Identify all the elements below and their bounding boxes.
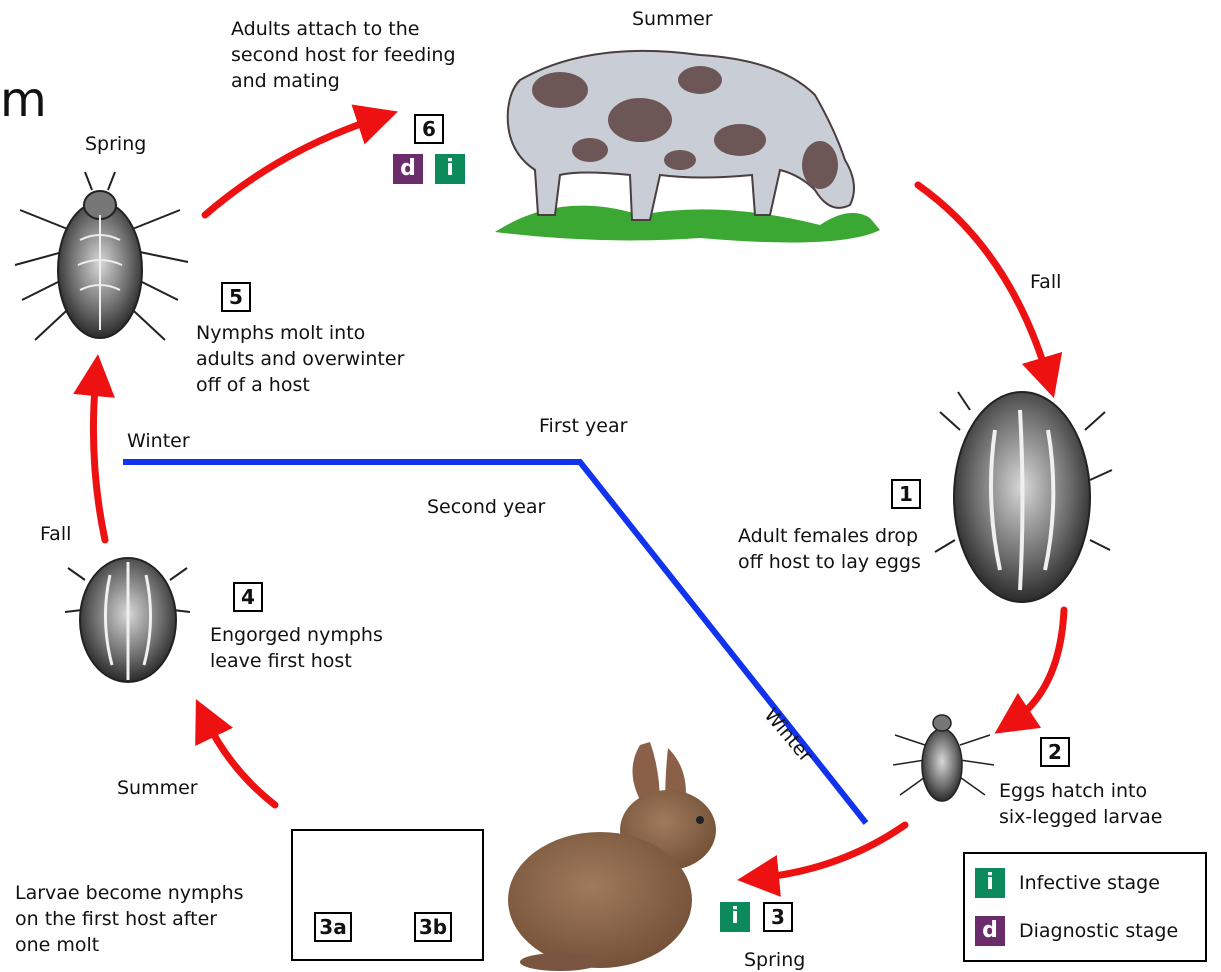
cycle-arrows [93,118,1064,927]
stage-6-text-line-3: and mating [231,68,340,94]
stage-6-infective-badge: i [435,154,465,184]
stage-2-text-line-2: six-legged larvae [999,804,1162,830]
season-fall-left: Fall [40,521,71,547]
partial-title: m [0,70,47,130]
stage-3-caption-line-3: one molt [15,932,99,958]
season-summer-top: Summer [632,6,713,32]
legend-diagnostic-label: Diagnostic stage [1019,918,1178,944]
stage-2-number: 2 [1040,737,1070,767]
cow-illustration [495,51,880,243]
stage-4-text-line-2: leave first host [210,648,352,674]
stage-6-text-line-1: Adults attach to the [231,16,419,42]
stage-3b-number: 3b [414,912,452,942]
stage-3-caption-line-2: on the first host after [15,906,217,932]
legend: i Infective stage d Diagnostic stage [963,852,1207,962]
season-fall-right: Fall [1030,269,1061,295]
arrow-4-to-5 [93,375,105,540]
season-summer-bottom: Summer [117,775,198,801]
engorged-nymph-tick-illustration [65,558,190,682]
adult-tick-illustration [15,172,188,340]
stage-6-diagnostic-badge: d [393,154,423,184]
stage-5-number: 5 [221,282,251,312]
stage-3-infective-badge: i [720,902,750,932]
stage-4-number: 4 [233,582,263,612]
arrow-spring-to-6 [205,118,378,215]
arrow-1-to-2 [1012,610,1064,722]
stage-1-text-line-2: off host to lay eggs [738,549,921,575]
stage-3-number: 3 [763,902,793,932]
season-spring-bottom: Spring [744,947,805,972]
legend-infective-badge: i [975,868,1005,898]
stage-3a-number: 3a [314,912,352,942]
rabbit-illustration [508,742,716,971]
stage-4-text-line-1: Engorged nymphs [210,622,383,648]
engorged-female-tick-illustration [935,392,1112,602]
stage-1-number: 1 [891,479,921,509]
stage-5-text-line-1: Nymphs molt into [196,320,365,346]
stage-3-caption-line-1: Larvae become nymphs [15,880,244,906]
arrow-2-to-3 [758,825,905,878]
stage-6-number: 6 [414,114,444,144]
stage-2-text-line-1: Eggs hatch into [999,778,1147,804]
second-year-label: Second year [427,494,545,520]
legend-diagnostic-badge: d [975,916,1005,946]
season-winter-left: Winter [127,428,190,454]
stage-5-text-line-2: adults and overwinter [196,346,404,372]
arrow-summer-to-1 [918,185,1048,378]
stage-6-text-line-2: second host for feeding [231,42,456,68]
legend-infective-label: Infective stage [1019,870,1160,896]
arrow-3-to-4 [205,718,275,805]
larva-tick-illustration [893,715,994,801]
stage-1-text-line-1: Adult females drop [738,523,918,549]
season-spring-top: Spring [85,131,146,157]
stage-5-text-line-3: off of a host [196,372,310,398]
first-year-label: First year [539,413,627,439]
